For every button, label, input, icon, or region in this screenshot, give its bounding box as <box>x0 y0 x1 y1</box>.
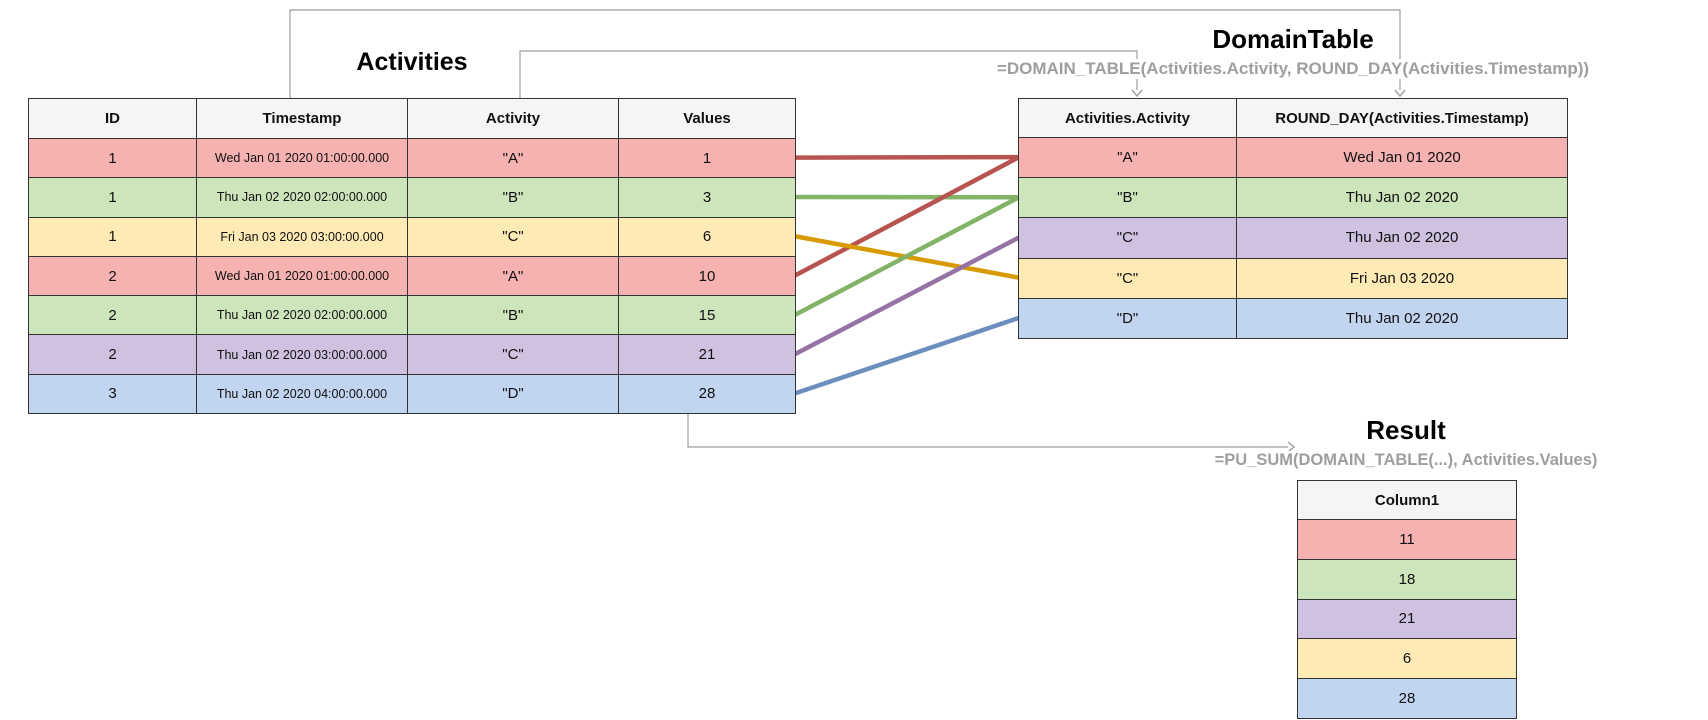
mapping-line-red-3 <box>793 155 1021 278</box>
domain-cell-2-1: Thu Jan 02 2020 <box>1236 218 1567 258</box>
result-header-row: Column1 <box>1298 481 1516 519</box>
activities-cell-2-3: 6 <box>618 217 795 256</box>
activities-cell-5-0: 2 <box>29 335 196 374</box>
result-cell-0-0: 11 <box>1298 520 1516 559</box>
activities-cell-0-0: 1 <box>29 139 196 178</box>
domain-cell-3-1: Fri Jan 03 2020 <box>1236 258 1567 298</box>
activities-cell-4-1: Thu Jan 02 2020 02:00:00.000 <box>196 296 407 335</box>
domain-cell-1-0: "B" <box>1019 178 1236 218</box>
activities-cell-6-0: 3 <box>29 374 196 414</box>
activities-title: Activities <box>356 48 468 76</box>
mapping-line-red-0 <box>794 154 1020 160</box>
result-row-1: 18 <box>1298 558 1516 599</box>
activities-cell-6-1: Thu Jan 02 2020 04:00:00.000 <box>196 374 407 414</box>
domain-header-cell-0: Activities.Activity <box>1019 99 1236 137</box>
result-formula: =PU_SUM(DOMAIN_TABLE(...), Activities.Va… <box>1211 451 1601 470</box>
domain-row-3: "C"Fri Jan 03 2020 <box>1019 257 1567 298</box>
domain-row-4: "D"Thu Jan 02 2020 <box>1019 297 1567 338</box>
activities-header-cell-0: ID <box>29 99 196 138</box>
domain-cell-4-0: "D" <box>1019 298 1236 338</box>
domain-cell-0-0: "A" <box>1019 138 1236 178</box>
connector-values-to-result <box>687 414 1296 453</box>
activities-header-cell-1: Timestamp <box>196 99 407 138</box>
mapping-line-purple-5 <box>793 235 1021 357</box>
result-cell-4-0: 28 <box>1298 679 1516 718</box>
activities-cell-1-1: Thu Jan 02 2020 02:00:00.000 <box>196 178 407 217</box>
domain-cell-4-1: Thu Jan 02 2020 <box>1236 298 1567 338</box>
result-cell-1-0: 18 <box>1298 559 1516 599</box>
activities-cell-3-1: Wed Jan 01 2020 01:00:00.000 <box>196 256 407 296</box>
domain-table-formula: =DOMAIN_TABLE(Activities.Activity, ROUND… <box>993 59 1593 79</box>
activities-cell-6-3: 28 <box>618 374 795 414</box>
result-row-0: 11 <box>1298 519 1516 559</box>
activities-cell-2-1: Fri Jan 03 2020 03:00:00.000 <box>196 217 407 256</box>
activities-cell-1-3: 3 <box>618 178 795 217</box>
result-cell-2-0: 21 <box>1298 599 1516 639</box>
result-cell-3-0: 6 <box>1298 639 1516 679</box>
mapping-line-green-4 <box>793 195 1021 317</box>
domain-cell-3-0: "C" <box>1019 258 1236 298</box>
activities-cell-4-2: "B" <box>407 296 618 335</box>
activities-cell-2-0: 1 <box>29 217 196 256</box>
activities-cell-1-0: 1 <box>29 178 196 217</box>
activities-cell-4-3: 15 <box>618 296 795 335</box>
activities-cell-3-3: 10 <box>618 256 795 296</box>
activities-cell-6-2: "D" <box>407 374 618 414</box>
result-row-4: 28 <box>1298 678 1516 718</box>
activities-cell-4-0: 2 <box>29 296 196 335</box>
activities-header-cell-3: Values <box>618 99 795 138</box>
activities-cell-5-1: Thu Jan 02 2020 03:00:00.000 <box>196 335 407 374</box>
activities-cell-0-1: Wed Jan 01 2020 01:00:00.000 <box>196 139 407 178</box>
mapping-line-blue-6 <box>794 315 1020 396</box>
activities-cell-3-0: 2 <box>29 256 196 296</box>
activities-cell-0-2: "A" <box>407 139 618 178</box>
activities-cell-3-2: "A" <box>407 256 618 296</box>
domain-row-0: "A"Wed Jan 01 2020 <box>1019 137 1567 178</box>
domain-header-cell-1: ROUND_DAY(Activities.Timestamp) <box>1236 99 1567 137</box>
domain-row-1: "B"Thu Jan 02 2020 <box>1019 177 1567 218</box>
result-row-2: 21 <box>1298 598 1516 639</box>
result-header-cell-0: Column1 <box>1298 481 1516 519</box>
domain-cell-2-0: "C" <box>1019 218 1236 258</box>
activities-cell-5-3: 21 <box>618 335 795 374</box>
connector-timestamp-to-roundday <box>289 9 1406 98</box>
result-row-3: 6 <box>1298 638 1516 679</box>
activities-cell-0-3: 1 <box>618 139 795 178</box>
domain-cell-0-1: Wed Jan 01 2020 <box>1236 138 1567 178</box>
domain-cell-1-1: Thu Jan 02 2020 <box>1236 178 1567 218</box>
activities-cell-1-2: "B" <box>407 178 618 217</box>
activities-header-cell-2: Activity <box>407 99 618 138</box>
domain-row-2: "C"Thu Jan 02 2020 <box>1019 217 1567 258</box>
activities-cell-5-2: "C" <box>407 335 618 374</box>
domain-table-title: DomainTable <box>1212 24 1374 54</box>
activities-cell-2-2: "C" <box>407 217 618 256</box>
result-title: Result <box>1366 415 1446 445</box>
